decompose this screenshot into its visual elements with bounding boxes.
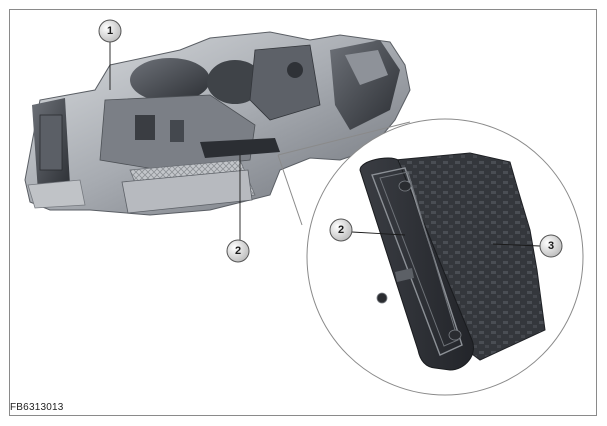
figure-code: FB6313013 <box>10 402 64 413</box>
callout-3-label: 3 <box>548 240 554 252</box>
control-unit-detail <box>359 152 546 371</box>
callout-2-detail-label: 2 <box>338 224 344 236</box>
illustration-frame: 1 2 2 3 <box>9 9 597 416</box>
headlight-housing <box>24 31 411 216</box>
callout-1-label: 1 <box>107 25 113 37</box>
callout-2-main-label: 2 <box>235 245 241 257</box>
callout-2-main: 2 <box>226 239 250 263</box>
callout-1: 1 <box>98 19 122 43</box>
callout-leaders <box>109 42 541 247</box>
callout-3: 3 <box>539 234 563 258</box>
technical-illustration: 1 2 2 3 <box>24 19 584 396</box>
magnifier-leaders <box>277 121 411 226</box>
callout-2-detail: 2 <box>329 218 353 242</box>
